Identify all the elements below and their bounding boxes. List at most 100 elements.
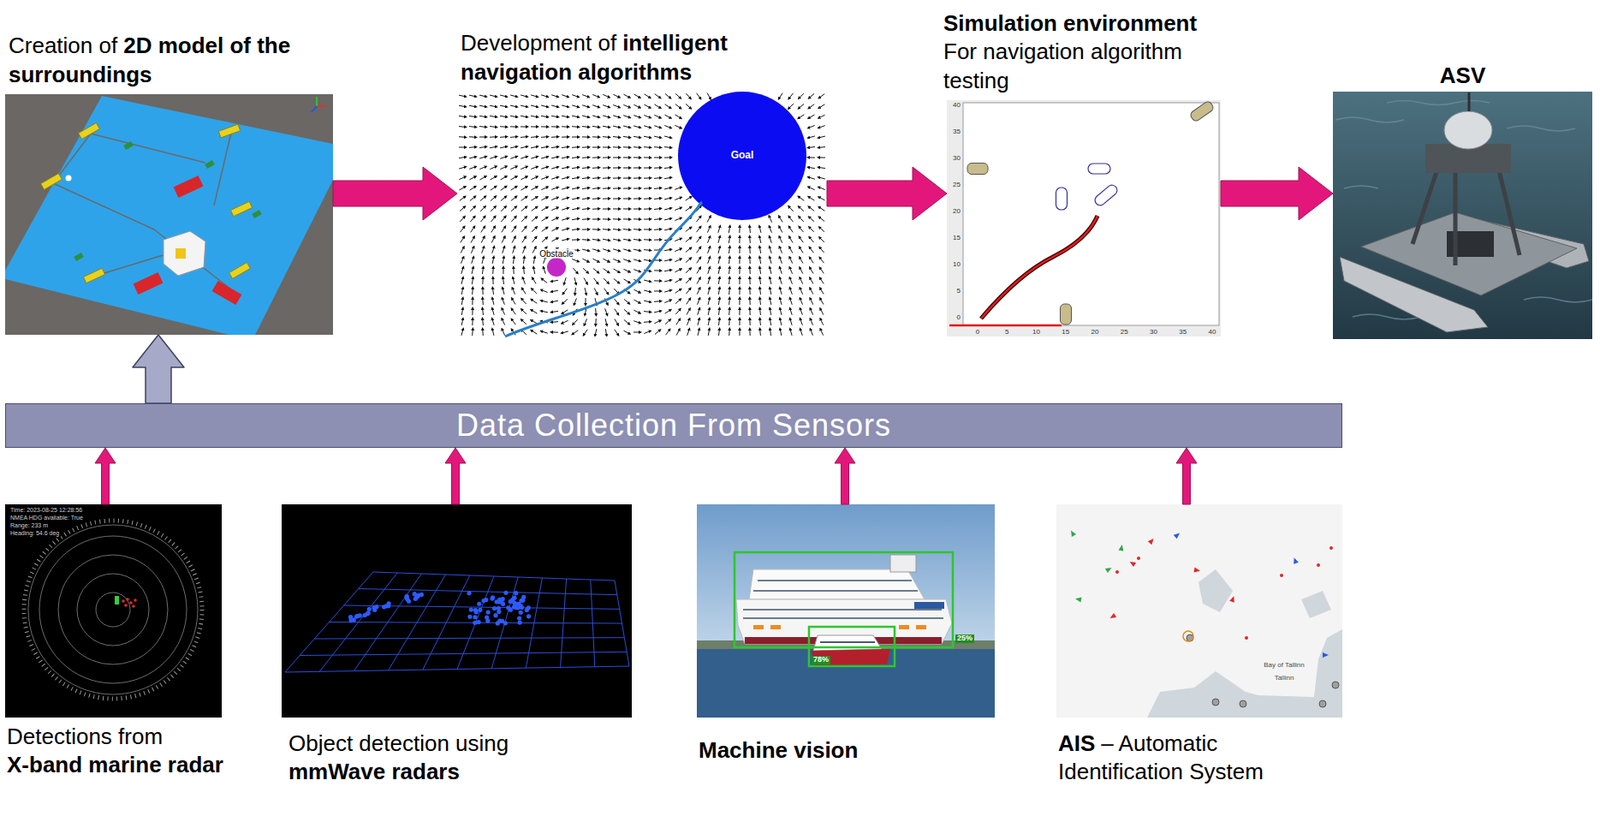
vector-field-plot-part-part (696, 216, 702, 222)
vector-field-plot-part-part (561, 166, 569, 169)
mmwave-pointcloud-part-part (483, 597, 488, 602)
vector-field-plot-part-part (551, 321, 559, 323)
simulation-plot-part (946, 100, 1221, 337)
vector-field-plot-part-part (520, 95, 528, 97)
mmwave-pointcloud-part-part (494, 599, 500, 604)
vector-field-plot-part-part (697, 308, 700, 316)
vector-field-plot-part-part (809, 287, 814, 294)
vector-field-plot-part-part (479, 136, 487, 137)
vector-field-plot-part-part (664, 299, 671, 303)
vector-field-plot-part-part (522, 237, 526, 244)
mmwave-pointcloud-part-part (492, 606, 497, 611)
vector-field-plot-part-part (654, 187, 661, 190)
vector-field-plot-part-part (571, 115, 579, 118)
vector-field-plot-part-part (614, 319, 619, 326)
vector-field-plot-part-part (675, 93, 681, 98)
vector-field-plot-part-part (685, 237, 691, 243)
image-label: 40 (1208, 328, 1217, 337)
flow-arrow (1176, 447, 1197, 505)
vector-field-plot-part-part (592, 94, 599, 97)
vector-field-plot-part-part (820, 288, 824, 295)
vector-field-plot-part-part (685, 196, 692, 201)
flow-arrow (333, 166, 458, 221)
mmwave-pointcloud-part-part (476, 619, 482, 625)
ais-map-part-part (1105, 565, 1113, 573)
vector-field-plot-part-part (571, 177, 579, 179)
vector-field-plot-part-part (643, 310, 651, 312)
vector-field-plot-part-part (819, 226, 825, 232)
vector-field-plot-part-part (738, 277, 740, 285)
ais-map-part (1068, 529, 1125, 602)
asv-photo-part-part (1352, 314, 1422, 320)
vector-field-plot-part-part (489, 115, 497, 117)
vector-field-plot-part-part (654, 197, 661, 199)
vector-field-plot-part-part (461, 267, 464, 274)
vector-field-plot-part-part (522, 288, 526, 295)
surroundings-model-part-part (173, 175, 204, 198)
vector-field-plot-part-part (818, 177, 826, 179)
vector-field-plot-part-part (605, 308, 608, 316)
image-label: 25% (955, 634, 975, 643)
vector-field-plot-part-part (602, 136, 610, 138)
vector-field-plot-part-part (643, 104, 650, 108)
vector-field-plot-part-part (561, 125, 569, 127)
vector-field-plot-part-part (520, 156, 528, 159)
vector-field-plot-part-part (759, 318, 762, 326)
vector-field-plot-part-part (520, 115, 528, 117)
vector-field-plot-part-part (481, 287, 483, 295)
vector-field-plot-part-part (551, 125, 559, 127)
vector-field-plot-part-part (530, 146, 538, 149)
asv-photo-part-part (1523, 297, 1593, 303)
ais-map-part-part (1279, 573, 1284, 577)
simulation-plot-part (949, 324, 1062, 328)
vector-field-plot-part-part (612, 166, 620, 168)
vector-field-plot-part-part (458, 95, 466, 97)
asv-photo (1332, 91, 1593, 340)
vector-field-plot-part-part (541, 146, 548, 148)
vector-field-plot-part-part (541, 177, 548, 180)
vector-field-plot-part-part (749, 308, 750, 316)
vector-field-plot-part-part (779, 267, 783, 274)
vector-field-plot-part-part (820, 297, 824, 304)
radar-display-part-part (131, 604, 136, 608)
vector-field-plot-part-part (530, 186, 537, 191)
vector-field-plot-part-part (592, 105, 600, 108)
vector-field-plot-part-part (623, 197, 631, 199)
vector-field-plot-part-part (799, 247, 803, 254)
vector-field-plot-part-part (768, 215, 772, 222)
vector-field-plot-part-part (800, 328, 803, 336)
vector-field-plot-part-part (818, 196, 825, 201)
vector-field-plot-part-part (612, 146, 620, 148)
vector-field-plot-part-part (728, 236, 730, 244)
vector-field-plot-part-part (675, 279, 682, 283)
vector-field-plot-part-part (490, 186, 497, 191)
mmwave-pointcloud-part-part (358, 588, 618, 595)
vector-field-plot-part-part (759, 287, 761, 295)
vector-field-plot-part-part (664, 166, 672, 169)
vector-field-plot-part-part (654, 136, 661, 138)
vector-field-plot-part-part (499, 166, 506, 169)
vector-field-plot-part-part (685, 278, 690, 284)
vector-field-plot-part-part (574, 297, 577, 304)
vector-field-plot-part-part (574, 287, 577, 295)
vector-field-plot-part-part (541, 289, 548, 292)
ais-map-part-part (1173, 530, 1182, 539)
vector-field-plot-part-part (738, 226, 740, 233)
vector-field-plot-part-part (541, 207, 548, 211)
vector-field-plot-part-part (686, 318, 690, 325)
vector-field-plot-part-part (623, 330, 630, 334)
surroundings-model-part (316, 105, 327, 108)
vector-field-plot-part-part (654, 329, 661, 334)
vector-field-plot-part-part (460, 226, 465, 232)
vector-field-plot-part-part (574, 277, 577, 285)
ais-map-part-part (1212, 698, 1220, 706)
vector-field-plot-part-part (643, 114, 650, 118)
vector-field-plot-part-part (749, 226, 751, 233)
image-label: Range: 233 m (8, 522, 50, 530)
vector-field-plot-part-part (685, 207, 692, 212)
vector-field-plot-part-part (664, 146, 672, 149)
vector-field-plot-part-part (584, 297, 586, 305)
vector-field-plot-part-part (551, 177, 559, 179)
vector-field-plot-part-part (572, 319, 578, 325)
vector-field-plot-part-part (697, 318, 700, 326)
